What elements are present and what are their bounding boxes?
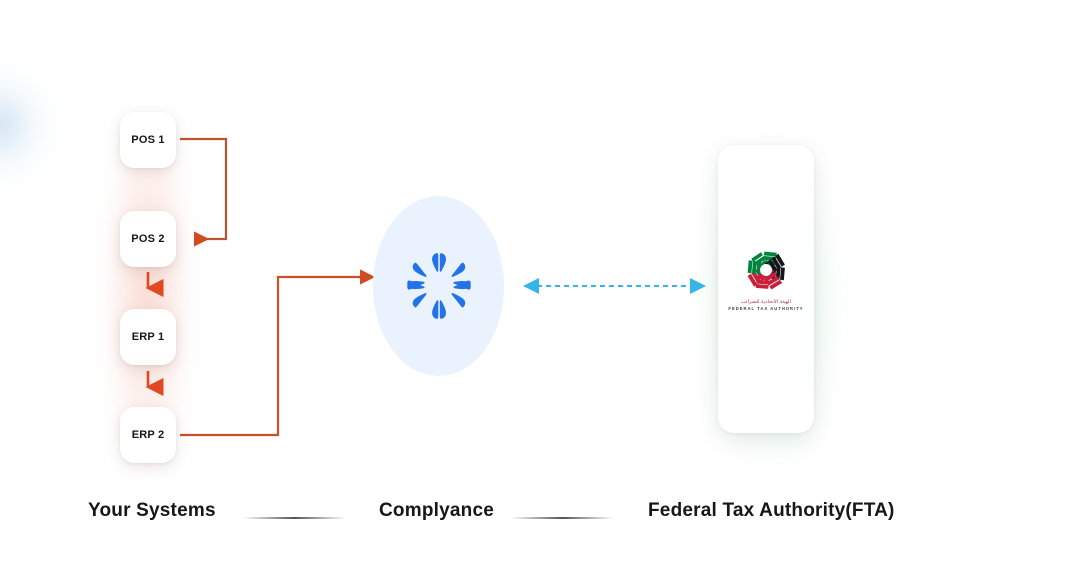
background-glow-left	[0, 60, 60, 190]
system-card-label: ERP 1	[131, 331, 165, 343]
legend: Your Systems Complyance Federal Tax Auth…	[0, 500, 1070, 540]
system-card-erp2[interactable]: ERP 2	[120, 407, 176, 463]
fta-logo-wrap: الهيئة الاتحادية للضرائب FEDERAL TAX AUT…	[718, 243, 814, 311]
system-card-label: POS 1	[131, 134, 165, 146]
system-card-pos1[interactable]: POS 1	[120, 112, 176, 168]
system-card-erp1[interactable]: ERP 1	[120, 309, 176, 365]
federal-tax-authority-emblem	[747, 251, 785, 290]
legend-label-your-systems: Your Systems	[88, 500, 216, 521]
legend-divider-2	[511, 517, 614, 519]
system-card-label: ERP 2	[131, 429, 165, 441]
system-card-label: POS 2	[131, 233, 165, 245]
fta-english-text: FEDERAL TAX AUTHORITY	[728, 305, 804, 311]
fta-arabic-text: الهيئة الاتحادية للضرائب	[740, 299, 792, 305]
connector-erp2-to-complyance	[180, 269, 376, 437]
legend-divider-1	[243, 517, 346, 519]
system-card-pos2[interactable]: POS 2	[120, 211, 176, 267]
legend-label-complyance: Complyance	[379, 500, 494, 521]
complyance-blob	[373, 196, 504, 376]
complyance-asterisk-logo	[407, 253, 471, 319]
connector-pos1-to-pos2	[180, 137, 228, 247]
fta-card[interactable]: الهيئة الاتحادية للضرائب FEDERAL TAX AUT…	[718, 145, 814, 433]
legend-label-federal-tax-authority: Federal Tax Authority(FTA)	[648, 500, 895, 521]
